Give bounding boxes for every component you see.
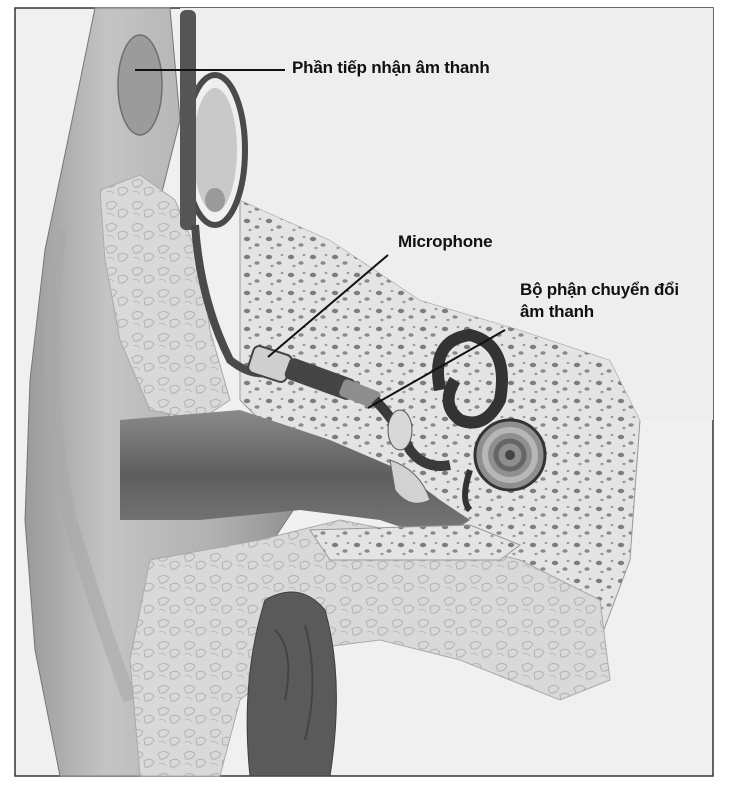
muscle-tissue: [247, 592, 336, 776]
transducer-label-line1: Bộ phận chuyển đổi: [520, 280, 679, 300]
microphone-label: Microphone: [398, 232, 492, 252]
transducer-label-line2: âm thanh: [520, 302, 594, 322]
receiver-label: Phần tiếp nhận âm thanh: [292, 58, 490, 78]
